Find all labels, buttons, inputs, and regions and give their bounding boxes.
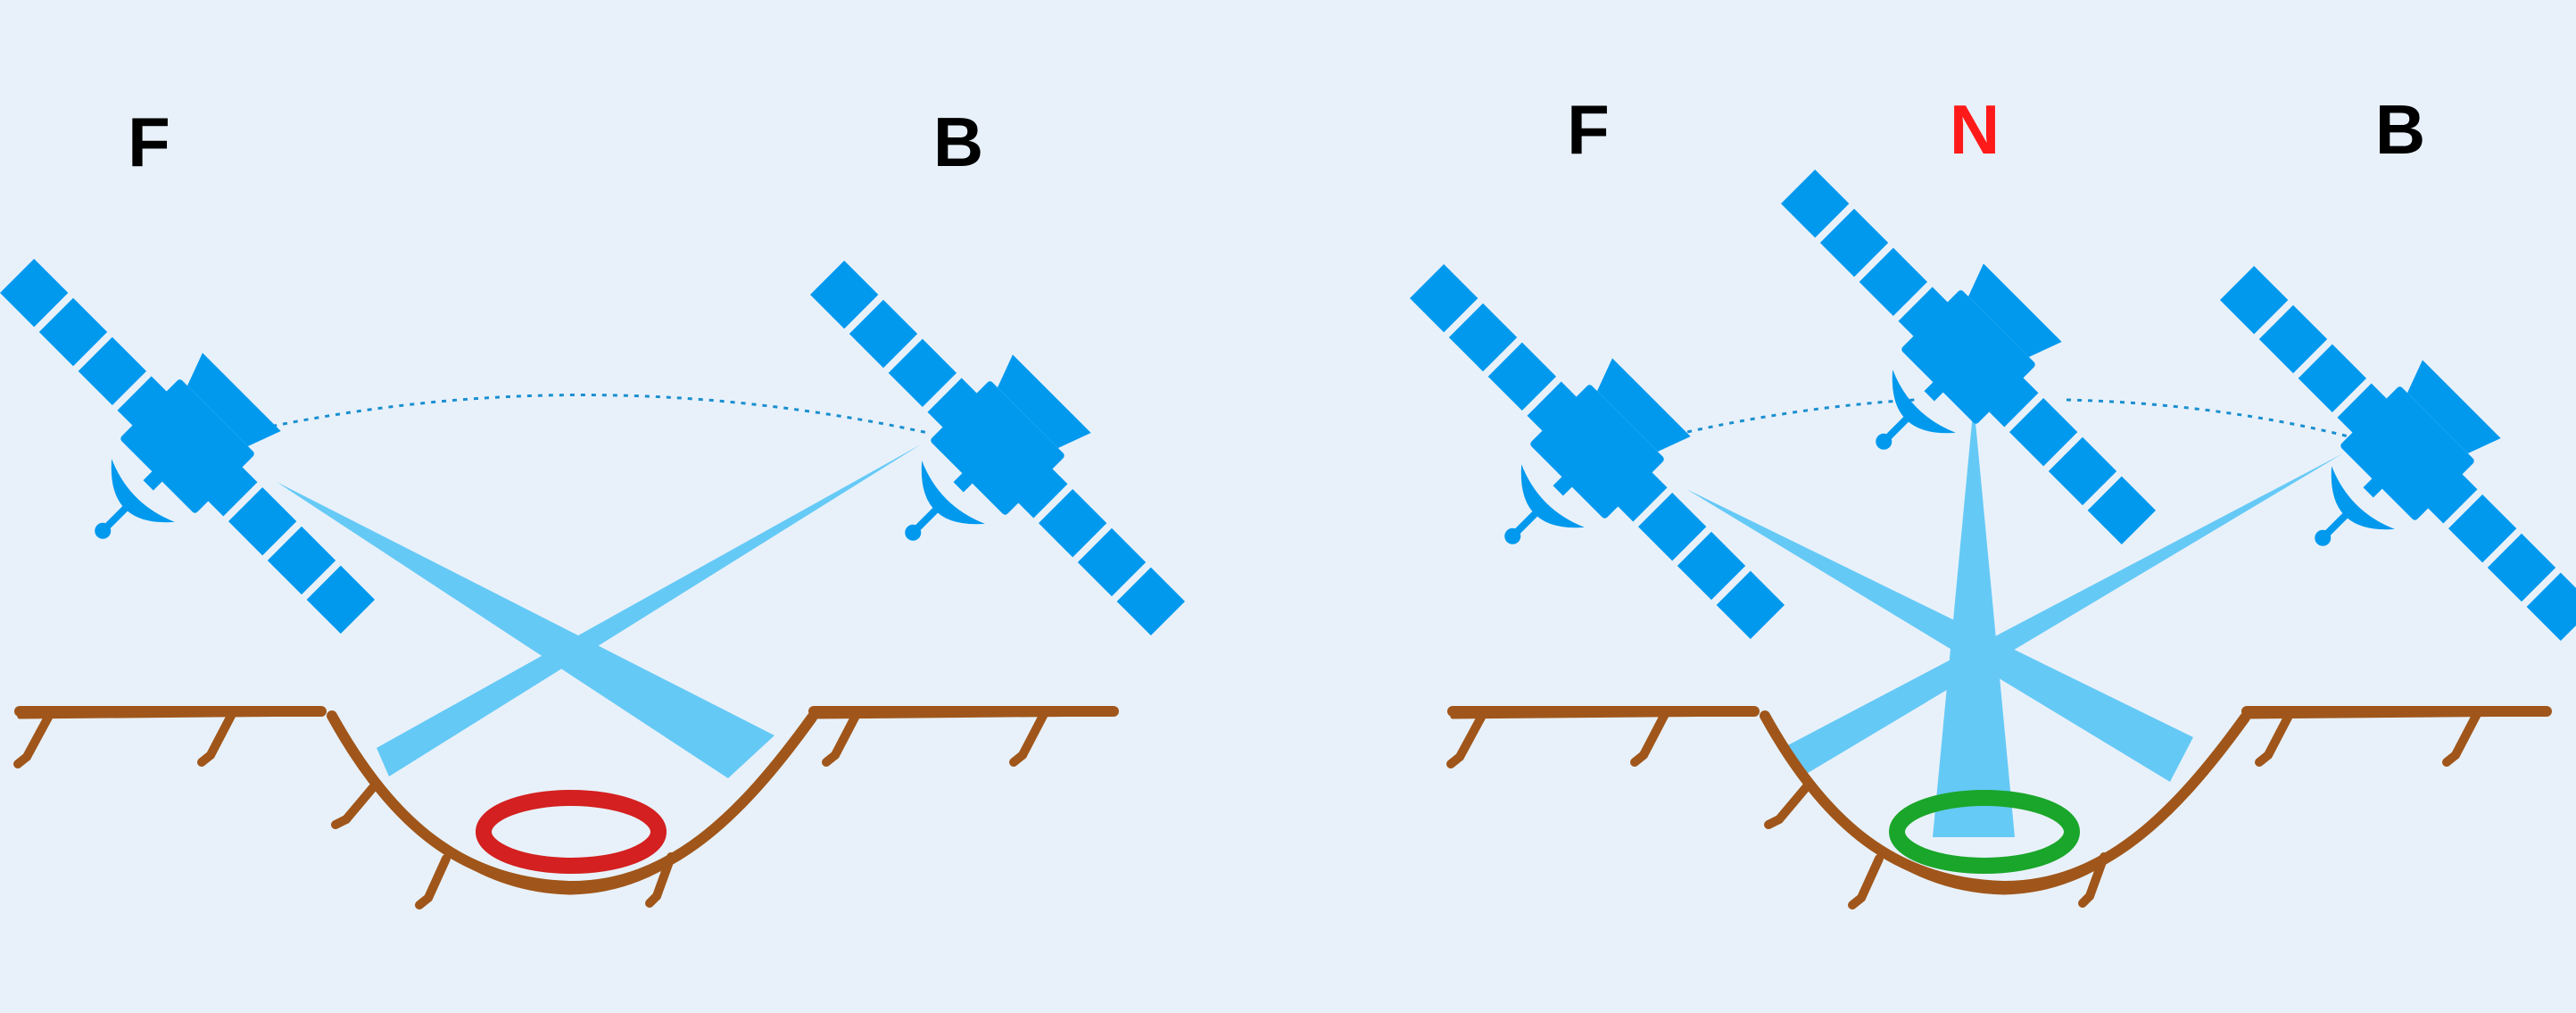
label-forward: F — [128, 103, 170, 181]
observation-beams — [1686, 403, 2343, 837]
orbit-track-backward — [2066, 398, 2353, 439]
label-forward: F — [1567, 90, 1610, 169]
label-nadir: N — [1949, 90, 2000, 169]
label-backward: B — [932, 103, 984, 181]
beam-forward — [1686, 489, 2193, 782]
right-panel — [1337, 132, 2576, 905]
observation-beams — [277, 444, 921, 778]
left-panel — [0, 221, 1222, 905]
satellite-icon-forward — [1337, 227, 1822, 712]
target-ring-unobserved — [476, 790, 667, 874]
orbit-track — [240, 394, 929, 435]
beam-backward — [1783, 453, 2343, 778]
target-ring-observed — [1889, 790, 2080, 874]
satellite-icon-backward — [737, 223, 1222, 709]
orbit-track-forward — [1655, 398, 1916, 441]
beam-forward — [277, 482, 774, 778]
satellite-icon-forward — [0, 221, 412, 707]
beam-backward — [377, 444, 921, 776]
crater-terrain — [18, 711, 1114, 905]
beam-nadir — [1933, 403, 2015, 837]
label-backward: B — [2374, 90, 2426, 169]
satellite-icon-backward — [2147, 228, 2576, 714]
